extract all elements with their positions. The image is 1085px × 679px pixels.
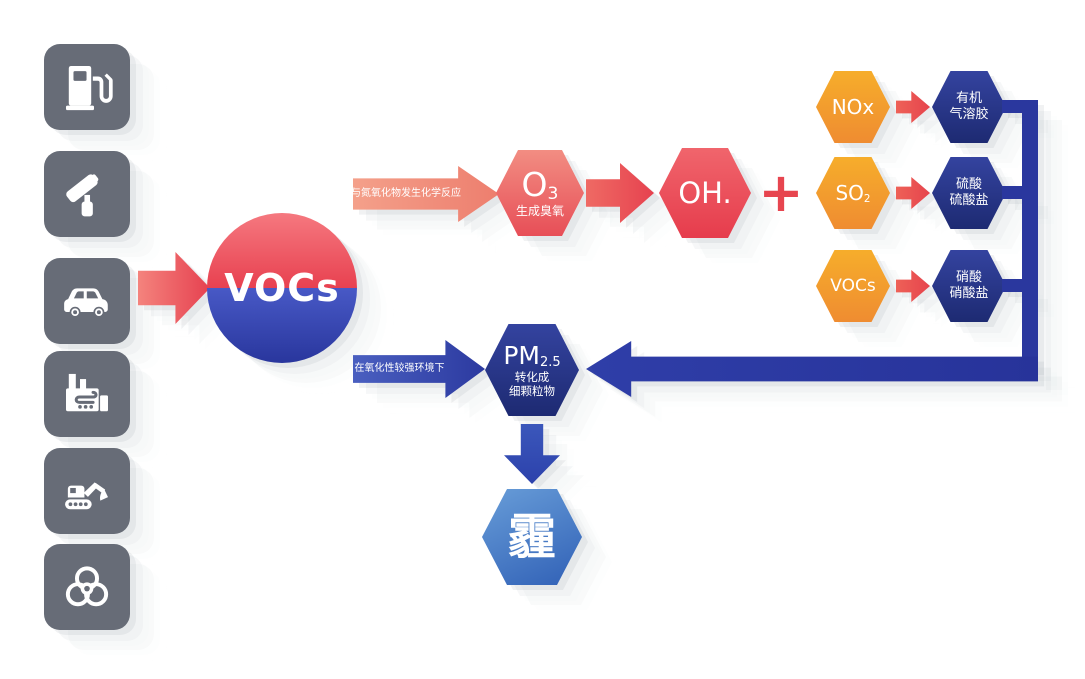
excavator-icon (65, 482, 108, 510)
nox-main-text: NOx (831, 95, 875, 119)
fuel-pump-icon (66, 66, 113, 111)
oh-hexagon: OH. (659, 148, 751, 238)
so2-main-text: SO (835, 181, 864, 205)
haze-hexagon: 霾 (482, 489, 582, 585)
organic-aerosol-hexagon: 有机 气溶胶 (932, 71, 1006, 143)
source-tile-excavator (44, 448, 130, 534)
oh-label: OH. (678, 175, 732, 210)
pm25-caption-line1: 转化成 (514, 369, 550, 384)
sulfate-line2: 硫酸盐 (949, 193, 989, 208)
so2-hexagon: SO2 (816, 157, 890, 229)
pm25-main-text: PM (503, 340, 540, 370)
source-tile-factory (44, 351, 130, 437)
haze-label: 霾 (507, 509, 556, 565)
connector-vertical-bar (1022, 100, 1038, 370)
reaction-arrow-label: 与氮氧化物发生化学反应 (351, 188, 461, 199)
nox-hexagon: NOx (816, 71, 890, 143)
o3-main-text: O (521, 164, 548, 204)
nox-label: NOx (832, 97, 875, 117)
oxidation-arrow-label: 在氧化性较强环境下 (354, 363, 445, 374)
plus-sign-text: + (758, 161, 804, 224)
so2-sub-text: 2 (863, 192, 871, 205)
organic-aerosol-line1: 有机 (955, 91, 982, 106)
source-tile-biohazard (44, 544, 130, 630)
plus-sign: + (755, 161, 807, 224)
vocs-precursor-hexagon: VOCs (816, 250, 890, 322)
connector-stub-bottom (1002, 279, 1024, 292)
connector-stub-middle (1002, 186, 1024, 199)
nitrate-line1: 硝酸 (955, 270, 982, 285)
paint-roller-icon (66, 174, 99, 217)
connector-stub-top (1002, 100, 1024, 113)
pm25-label: PM2.5 (503, 340, 561, 370)
vocs-circle: VOCs (207, 213, 357, 363)
so2-product-arrow (896, 177, 930, 209)
factory-icon (66, 373, 108, 412)
nitrate-hexagon: 硝酸 硝酸盐 (932, 250, 1006, 322)
o3-sub-text: 3 (547, 183, 559, 204)
sulfate-hexagon: 硫酸 硫酸盐 (932, 157, 1006, 229)
vocs-precursor-label: VOCs (830, 275, 876, 296)
pm25-to-haze-arrow (504, 424, 560, 484)
so2-label: SO2 (835, 181, 871, 205)
source-tile-paint-roller (44, 151, 130, 237)
vocs-product-arrow (896, 270, 930, 302)
sources-to-vocs-arrow (138, 252, 210, 324)
nitrate-line2: 硝酸盐 (949, 286, 989, 301)
o3-label: O3 (521, 164, 559, 204)
products-to-pm25-arrow (586, 341, 1038, 397)
oxidation-arrow (353, 340, 485, 398)
pm25-sub-text: 2.5 (539, 354, 561, 370)
o3-hexagon: O3 生成臭氧 (496, 150, 584, 236)
source-tile-fuel-pump (44, 44, 130, 130)
pm25-caption-line2: 细颗粒物 (509, 383, 555, 398)
source-tile-car (44, 258, 130, 344)
reaction-arrow (353, 166, 499, 222)
pm25-hexagon: PM2.5 转化成 细颗粒物 (485, 324, 579, 416)
o3-to-oh-arrow (586, 163, 654, 223)
vocs-precursor-main-text: VOCs (830, 275, 876, 296)
car-icon (64, 288, 108, 318)
biohazard-icon (65, 566, 109, 607)
nox-product-arrow (896, 91, 930, 123)
organic-aerosol-line2: 气溶胶 (949, 107, 989, 122)
o3-caption: 生成臭氧 (515, 203, 564, 218)
sulfate-line1: 硫酸 (955, 177, 982, 192)
vocs-label: VOCs (224, 266, 340, 310)
